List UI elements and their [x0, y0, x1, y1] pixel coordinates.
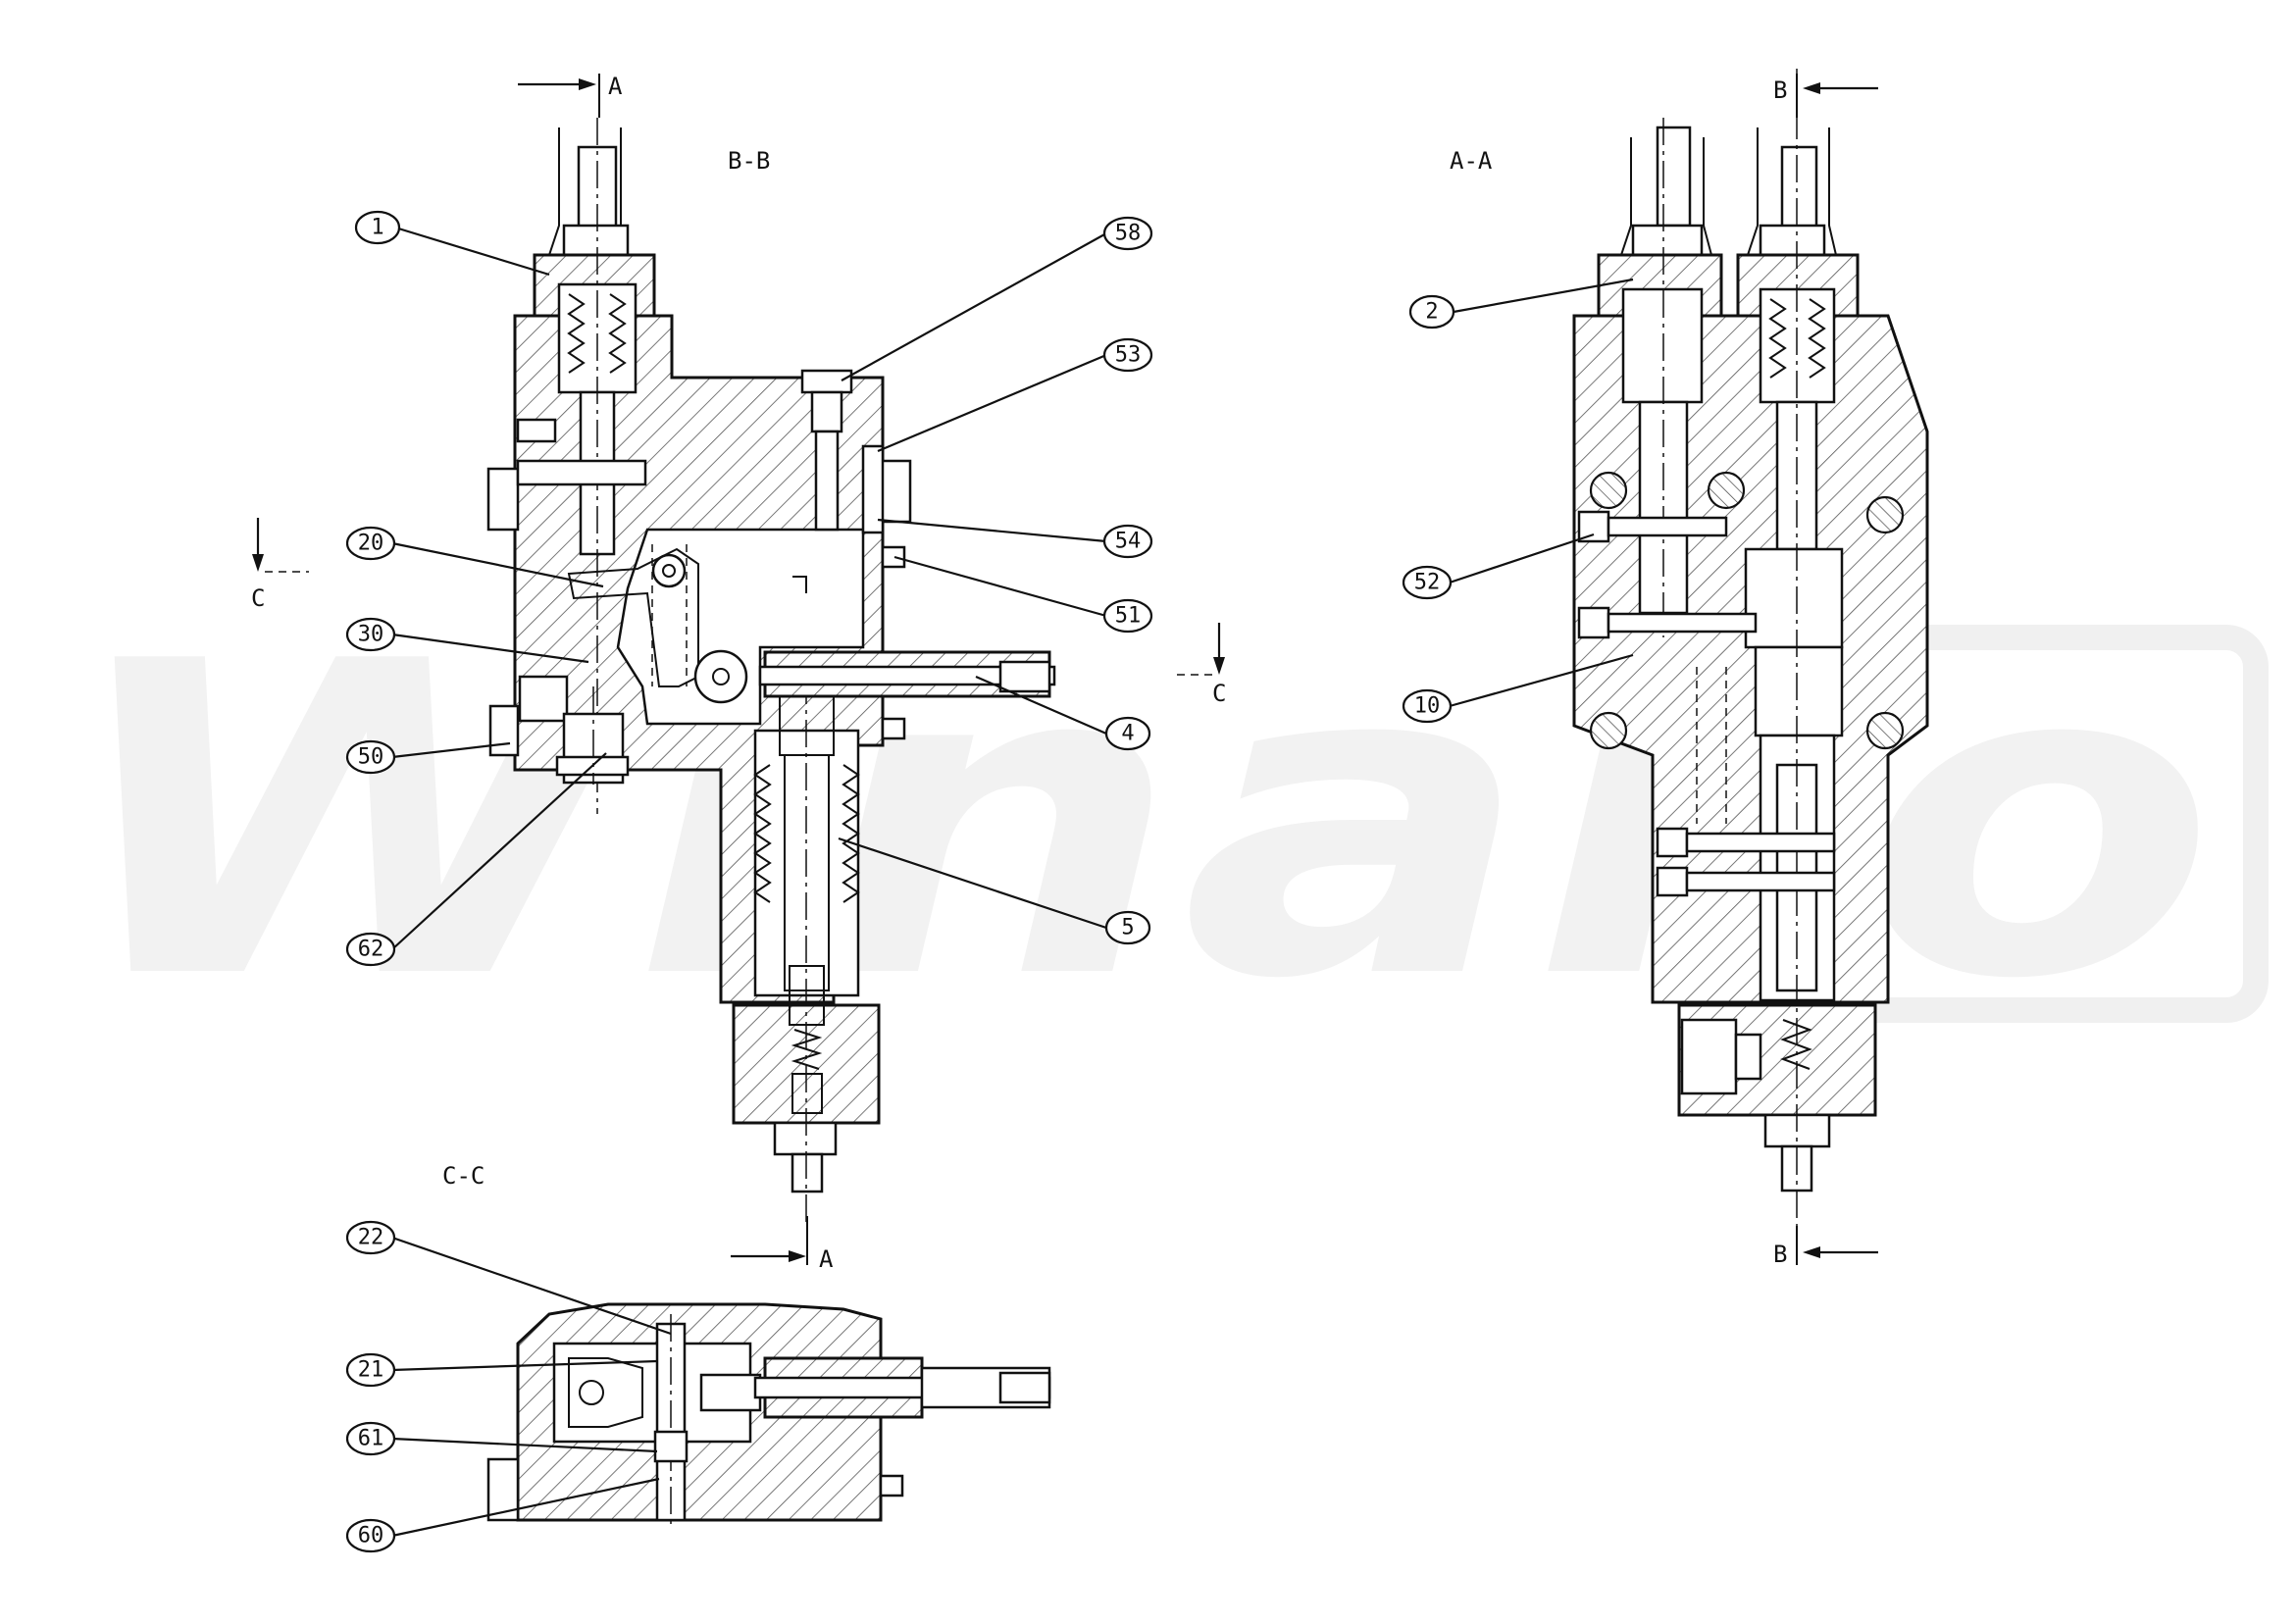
section-bb-title: B-B — [728, 147, 770, 175]
balloon-30-label: 30 — [358, 623, 384, 647]
balloon-1 — [354, 210, 401, 245]
cut-c-right-label: C — [1212, 680, 1226, 707]
balloon-21-label: 21 — [358, 1358, 384, 1383]
balloon-2 — [1408, 294, 1455, 330]
cut-c-left-label: C — [251, 584, 265, 612]
balloon-52 — [1402, 565, 1453, 600]
balloon-54-label: 54 — [1115, 530, 1142, 554]
balloon-20-label: 20 — [358, 532, 384, 556]
balloon-61 — [345, 1421, 396, 1456]
balloon-58-label: 58 — [1115, 222, 1142, 246]
balloon-22-label: 22 — [358, 1226, 384, 1250]
cut-b-bottom-label: B — [1773, 1241, 1787, 1268]
balloon-4 — [1104, 716, 1151, 751]
balloon-callouts: 1 58 53 54 51 4 5 20 30 50 — [345, 210, 1634, 1553]
cut-a-top-label: A — [608, 73, 623, 100]
balloon-5-label: 5 — [1121, 916, 1134, 940]
balloon-10-label: 10 — [1414, 694, 1441, 719]
section-cc-title: C-C — [442, 1162, 485, 1190]
balloon-62-label: 62 — [358, 938, 384, 962]
balloon-51 — [1102, 598, 1153, 634]
balloon-51-label: 51 — [1115, 604, 1142, 629]
section-cc-view: C-C — [442, 1162, 1051, 1530]
bb-left-plug — [486, 467, 520, 532]
bb-plug-53 — [879, 459, 912, 524]
balloon-52-label: 52 — [1414, 571, 1441, 595]
balloon-50 — [345, 739, 396, 775]
balloon-20 — [345, 526, 396, 561]
balloon-22 — [345, 1220, 396, 1255]
cut-b-top-label: B — [1773, 76, 1787, 104]
balloon-62 — [345, 932, 396, 967]
balloon-53-label: 53 — [1115, 343, 1142, 368]
balloon-5 — [1104, 910, 1151, 945]
balloon-58 — [1102, 216, 1153, 251]
balloon-50-label: 50 — [358, 745, 384, 770]
balloon-2-label: 2 — [1425, 300, 1438, 325]
section-bb-view: B-B — [251, 73, 1226, 1273]
balloon-10 — [1402, 688, 1453, 724]
balloon-60 — [345, 1518, 396, 1553]
section-aa-title: A-A — [1450, 147, 1493, 175]
balloon-54 — [1102, 524, 1153, 559]
balloon-1-label: 1 — [371, 216, 383, 240]
bb-plug-51 — [881, 545, 906, 569]
bb-plug-58 — [800, 369, 853, 394]
balloon-30 — [345, 617, 396, 652]
balloon-53 — [1102, 337, 1153, 373]
section-aa-view: A-A — [1450, 69, 1929, 1268]
balloon-60-label: 60 — [358, 1524, 384, 1548]
balloon-61-label: 61 — [358, 1427, 384, 1451]
balloon-21 — [345, 1352, 396, 1388]
balloon-4-label: 4 — [1121, 722, 1134, 746]
cut-a-bottom-label: A — [819, 1245, 834, 1273]
